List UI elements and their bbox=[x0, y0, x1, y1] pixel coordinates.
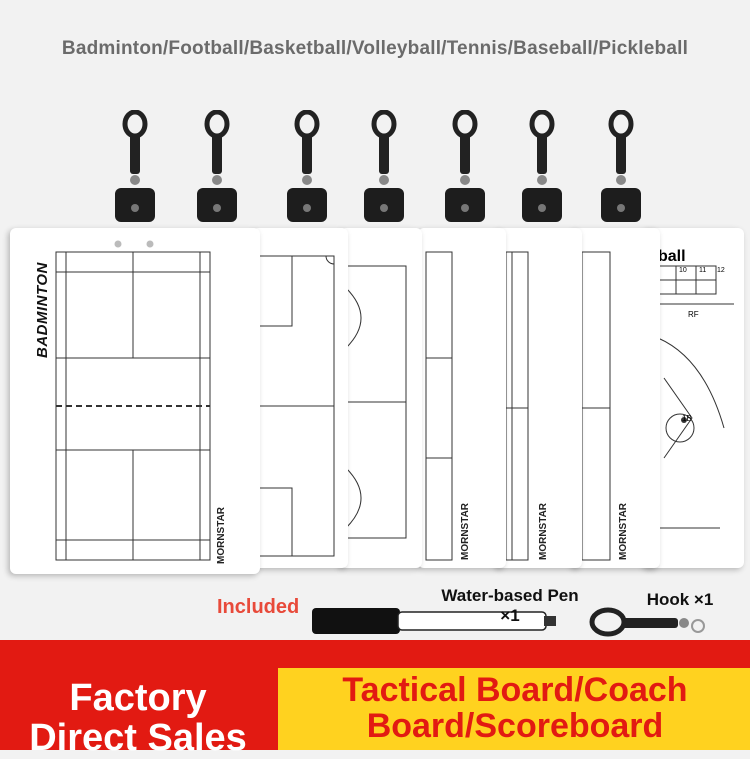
brand-logo-7: MORNSTAR bbox=[618, 502, 629, 560]
factory-direct-sales-text: Factory Direct Sales bbox=[29, 677, 247, 759]
baseball-col-c: 12 bbox=[717, 267, 725, 274]
clip-hook-2 bbox=[193, 109, 241, 222]
included-label: Included bbox=[217, 596, 300, 618]
clip-hook-4 bbox=[360, 109, 408, 222]
hook-icon bbox=[588, 600, 718, 649]
pickleball-board: MORNSTAR bbox=[572, 228, 660, 568]
baseball-col-a: 10 bbox=[679, 267, 687, 274]
badminton-board: BADMINTON MORNSTAR bbox=[10, 228, 260, 574]
baseball-title: ball bbox=[658, 248, 686, 265]
brand-logo-6: MORNSTAR bbox=[538, 502, 549, 560]
banner-highlight bbox=[278, 668, 750, 750]
clip-hook-3 bbox=[283, 109, 331, 222]
clip-hook-6 bbox=[518, 109, 566, 222]
clip-hook-1 bbox=[111, 109, 159, 222]
product-type-text: Tactical Board/Coach Board/Scoreboard bbox=[342, 671, 688, 745]
hook-label: Hook ×1 bbox=[646, 590, 714, 609]
badminton-title: BADMINTON bbox=[34, 262, 51, 358]
basketball-board bbox=[340, 228, 422, 568]
clip-hook-5 bbox=[441, 109, 489, 222]
volleyball-board: MORNSTAR bbox=[418, 228, 506, 568]
tennis-board: MORNSTAR bbox=[496, 228, 582, 568]
pen-label: Water-based Pen ×1 bbox=[441, 586, 579, 625]
brand-logo-5: MORNSTAR bbox=[460, 502, 471, 560]
clip-hook-7 bbox=[597, 109, 645, 222]
brand-logo-1: MORNSTAR bbox=[216, 506, 227, 564]
sports-list-heading: Badminton/Football/Basketball/Volleyball… bbox=[61, 38, 689, 59]
baseball-rf-label: RF bbox=[688, 310, 699, 319]
baseball-col-b: 11 bbox=[699, 267, 707, 274]
pen-icon bbox=[312, 604, 562, 643]
baseball-board: ball 10 11 12 RF 1B bbox=[644, 228, 744, 568]
football-board bbox=[252, 228, 348, 568]
baseball-1b-label: 1B bbox=[682, 414, 692, 423]
